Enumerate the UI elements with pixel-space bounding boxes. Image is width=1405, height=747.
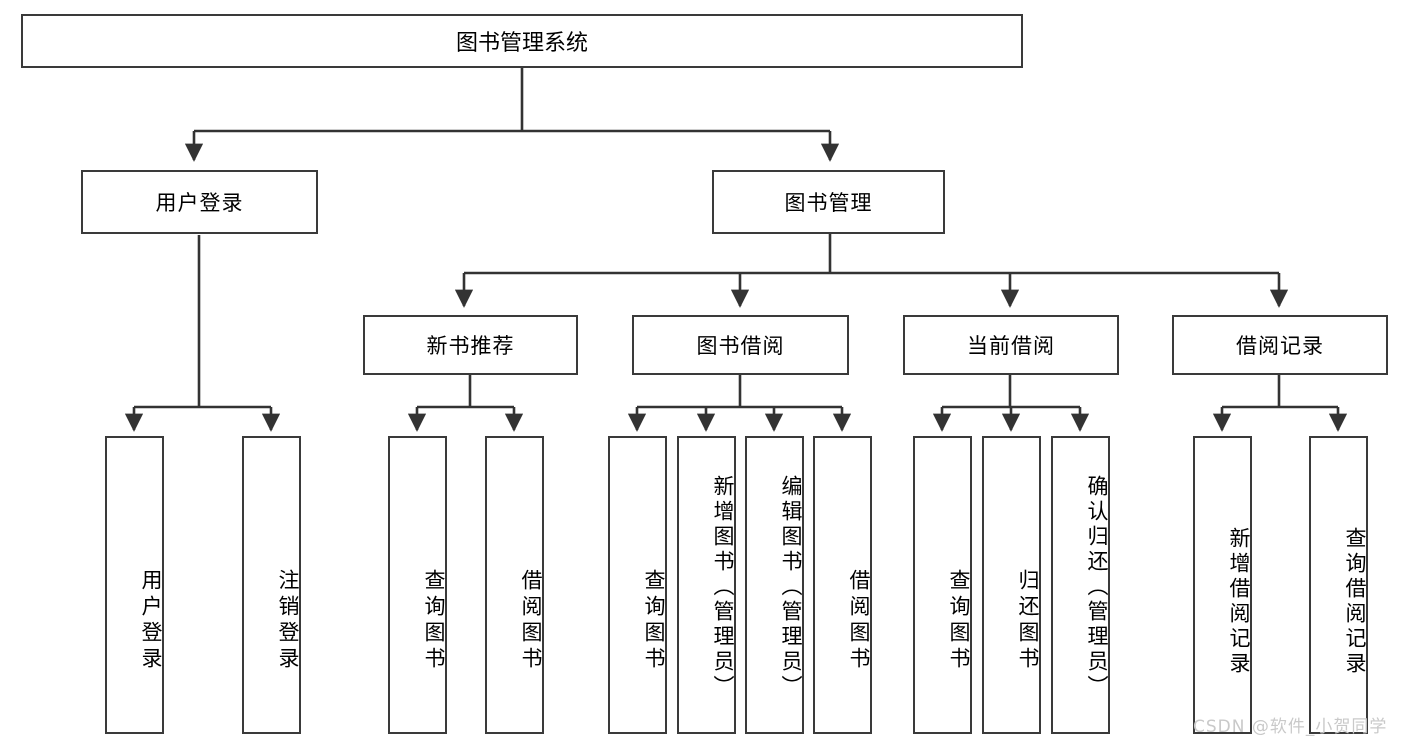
leaf-edit-book-admin[interactable]: 编辑图书（管理员） xyxy=(745,436,804,734)
node-root-book-management-system[interactable]: 图书管理系统 xyxy=(21,14,1023,68)
leaf-borrow-book-recommend[interactable]: 借阅图书 xyxy=(485,436,544,734)
leaf-add-book-admin[interactable]: 新增图书（管理员） xyxy=(677,436,736,734)
node-user-login[interactable]: 用户登录 xyxy=(81,170,318,234)
node-borrow-record[interactable]: 借阅记录 xyxy=(1172,315,1388,375)
node-current-borrow[interactable]: 当前借阅 xyxy=(903,315,1119,375)
leaf-confirm-return-admin[interactable]: 确认归还（管理员） xyxy=(1051,436,1110,734)
node-new-book-recommend[interactable]: 新书推荐 xyxy=(363,315,578,375)
leaf-query-book-borrow[interactable]: 查询图书 xyxy=(608,436,667,734)
csdn-watermark: CSDN @软件_小贺同学 xyxy=(1193,717,1388,737)
leaf-logout-login[interactable]: 注销登录 xyxy=(242,436,301,734)
leaf-query-book-recommend[interactable]: 查询图书 xyxy=(388,436,447,734)
leaf-query-book-current[interactable]: 查询图书 xyxy=(913,436,972,734)
node-book-management[interactable]: 图书管理 xyxy=(712,170,945,234)
leaf-user-login[interactable]: 用户登录 xyxy=(105,436,164,734)
node-book-borrow[interactable]: 图书借阅 xyxy=(632,315,849,375)
leaf-return-book[interactable]: 归还图书 xyxy=(982,436,1041,734)
leaf-add-borrow-record[interactable]: 新增借阅记录 xyxy=(1193,436,1252,734)
leaf-query-borrow-record[interactable]: 查询借阅记录 xyxy=(1309,436,1368,734)
leaf-borrow-book-borrow[interactable]: 借阅图书 xyxy=(813,436,872,734)
